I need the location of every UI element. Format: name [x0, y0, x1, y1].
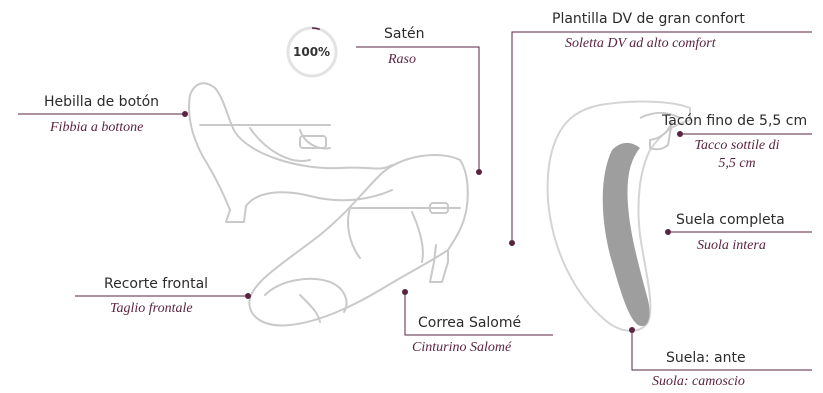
material-label-es: Satén: [384, 26, 424, 42]
sole-label-es: Suela completa: [676, 212, 785, 228]
heel-label-it-1: Tacco sottile di: [672, 138, 802, 154]
insole-label-es: Plantilla DV de gran confort: [552, 11, 745, 27]
badge-value: 100%: [293, 45, 330, 59]
shoe-back-view: [189, 83, 392, 222]
shoe-front-view: [249, 155, 467, 325]
front-cut-label-it: Taglio frontale: [110, 301, 193, 317]
strap-label-es: Correa Salomé: [418, 315, 521, 331]
buckle-label-it: Fibbia a bottone: [50, 120, 143, 136]
heel-label-it-2: 5,5 cm: [672, 156, 802, 172]
heel-label-es: Tacón fino de 5,5 cm: [662, 113, 807, 129]
sole-label-it: Suola intera: [697, 238, 766, 254]
shoe-sole-view: [548, 102, 690, 331]
insole-label-it: Soletta DV ad alto comfort: [565, 36, 716, 52]
leader-lines: [18, 32, 812, 370]
sole-material-label-es: Suela: ante: [666, 350, 746, 366]
front-cut-label-es: Recorte frontal: [104, 276, 208, 292]
strap-label-it: Cinturino Salomé: [412, 340, 511, 356]
sole-material-label-it: Suola: camoscio: [652, 374, 745, 390]
material-label-it: Raso: [388, 52, 416, 68]
buckle-label-es: Hebilla de botón: [44, 94, 159, 110]
